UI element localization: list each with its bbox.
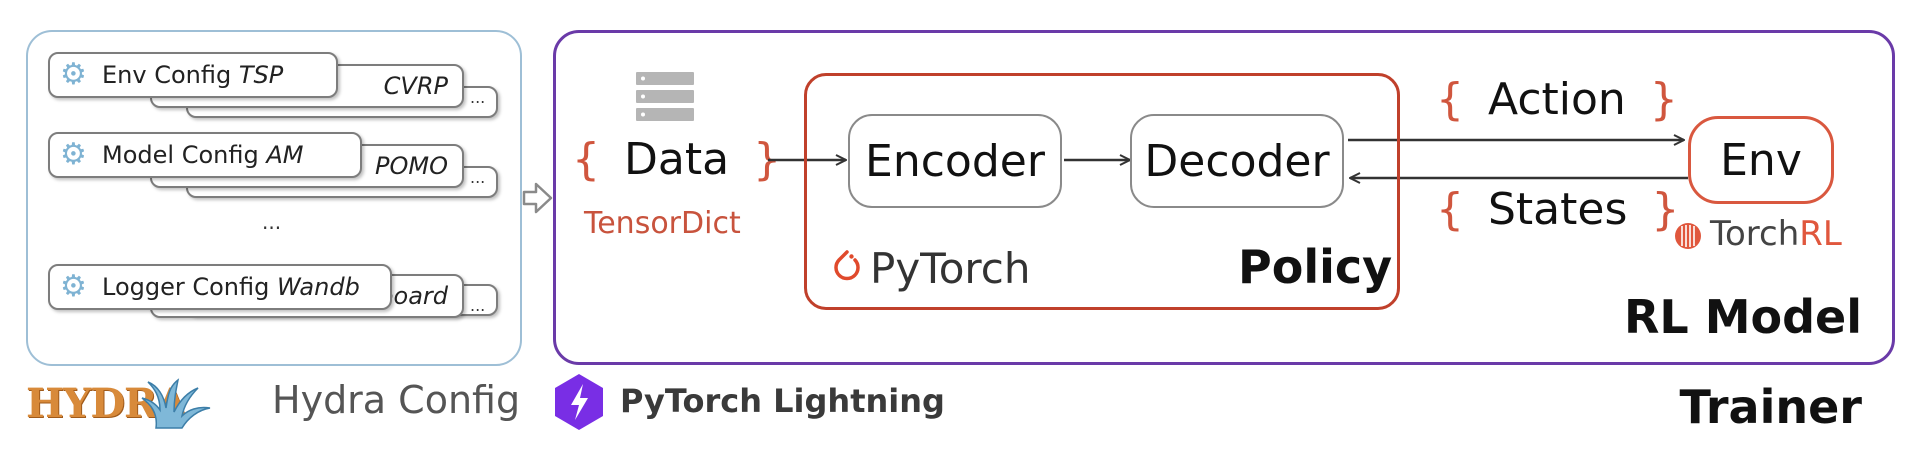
policy-box: [804, 73, 1400, 310]
brace-close: }: [1651, 184, 1680, 235]
config-value: TSP: [238, 61, 284, 89]
config-name: Logger Config: [102, 273, 270, 301]
env-label: Env: [1720, 134, 1802, 186]
lightning-logo-icon: [555, 374, 603, 430]
hydra-logo: HYDRA: [26, 376, 211, 432]
decoder-box: Decoder: [1130, 114, 1344, 208]
config-value: AM: [266, 141, 304, 169]
torchrl-rl: RL: [1799, 214, 1842, 254]
brace-open: {: [1436, 184, 1464, 235]
data-label: { Data }: [572, 134, 781, 185]
action-label: { Action }: [1436, 74, 1678, 125]
config-name: Env Config: [102, 61, 232, 89]
variant-label: POMO: [375, 152, 448, 180]
pytorch-label: PyTorch: [870, 244, 1031, 293]
config-name: Model Config: [102, 141, 259, 169]
gear-icon: ⚙: [60, 57, 87, 92]
hollow-arrow-icon: [522, 182, 553, 214]
trainer-label: Trainer: [1679, 380, 1862, 434]
env-box: Env: [1688, 116, 1834, 204]
torchrl-label: TorchRL: [1710, 214, 1842, 254]
model-config-card: ⚙ Model Config AM: [48, 132, 362, 178]
policy-label: Policy: [1238, 240, 1393, 294]
variant-label: CVRP: [383, 72, 448, 100]
torchrl-torch: Torch: [1710, 214, 1800, 254]
brace-open: {: [572, 134, 600, 185]
brace-close: }: [1649, 74, 1678, 125]
env-config-card: ⚙ Env Config TSP: [48, 52, 338, 98]
gear-icon: ⚙: [60, 269, 87, 304]
tensordict-label: TensorDict: [584, 206, 741, 241]
lightning-label: PyTorch Lightning: [620, 382, 945, 420]
decoder-label: Decoder: [1144, 135, 1330, 187]
ellipsis: ...: [262, 210, 282, 234]
database-icon: [636, 72, 694, 121]
more-dots: ...: [470, 88, 486, 107]
states-label: { States }: [1436, 184, 1679, 235]
data-text: Data: [624, 134, 730, 185]
states-text: States: [1488, 184, 1628, 235]
more-dots: ...: [470, 168, 486, 187]
pytorch-flame-icon: [834, 250, 860, 281]
gear-icon: ⚙: [60, 137, 87, 172]
brace-open: {: [1436, 74, 1464, 125]
config-value: Wandb: [277, 273, 360, 301]
encoder-label: Encoder: [865, 135, 1045, 187]
logger-config-card: ⚙ Logger Config Wandb: [48, 264, 392, 310]
rl-model-panel: [553, 30, 1895, 365]
hydra-heads-icon: [141, 378, 211, 429]
rl-model-title: RL Model: [1623, 290, 1862, 344]
encoder-box: Encoder: [848, 114, 1062, 208]
action-text: Action: [1488, 74, 1626, 125]
hydra-caption: Hydra Config: [272, 378, 521, 422]
more-dots: ...: [470, 296, 486, 315]
torchrl-logo-icon: [1675, 223, 1701, 249]
